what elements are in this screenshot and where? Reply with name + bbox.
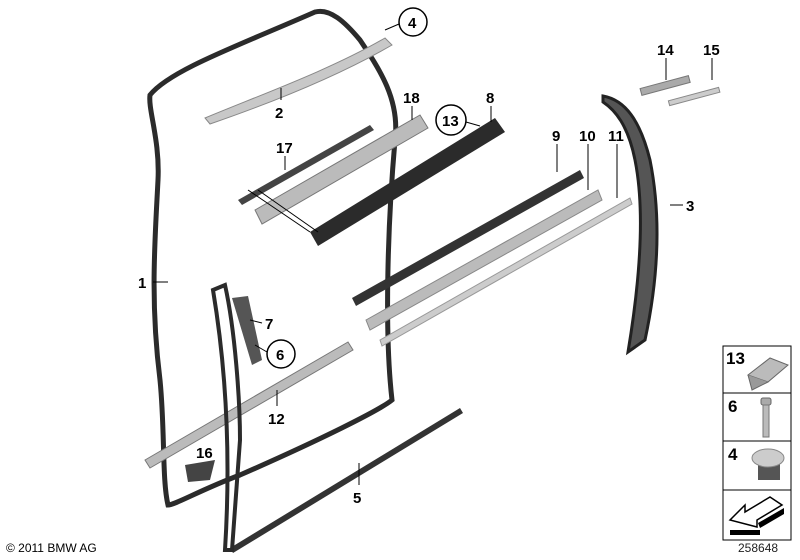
part-1-door-seal [147,8,399,508]
part-15 [667,86,721,107]
plug-icon [751,448,785,480]
part-10 [365,189,603,331]
label-3: 3 [686,198,694,215]
leader-lines [153,23,713,485]
label-5: 5 [353,490,361,507]
legend-label-13: 13 [726,349,745,368]
image-number: 258648 [738,541,779,555]
label-15: 15 [703,42,720,59]
legend-box: 13 6 4 [722,345,792,541]
part-11 [379,197,633,347]
label-10: 10 [579,128,596,145]
legend-label-4: 4 [728,445,738,464]
part-2-trim [204,37,393,125]
circle-4 [398,7,428,37]
part-18 [254,114,429,225]
label-11: 11 [608,128,624,145]
part-9 [352,170,584,306]
part-5 [230,408,463,553]
screw-icon [760,397,772,438]
part-7 [232,296,262,365]
label-8: 8 [486,90,494,107]
label-12: 12 [268,411,285,428]
label-16: 16 [196,445,213,462]
circle-13 [435,104,467,136]
label-14: 14 [657,42,674,59]
part-8-belt-seal [310,118,505,246]
part-12 [144,341,354,469]
copyright: © 2011 BMW AG [6,541,97,555]
part-17 [238,125,374,205]
clip-icon [746,357,789,391]
label-18: 18 [403,90,420,107]
label-17: 17 [276,140,293,157]
label-7: 7 [265,316,273,333]
label-13: 13 [442,113,459,130]
part-16 [185,460,215,482]
part-3-pillar-seal [601,94,659,356]
legend-label-6: 6 [728,397,737,416]
circle-6 [266,339,296,369]
label-2: 2 [275,105,283,122]
inner-seal [210,282,243,552]
label-1: 1 [138,275,146,292]
part-labels: 1 2 3 4 5 6 7 8 9 10 11 12 13 14 15 16 1… [138,7,720,507]
label-9: 9 [552,128,560,145]
part-14 [639,75,691,96]
label-4: 4 [408,15,417,32]
arrow-icon [728,496,784,535]
label-6: 6 [276,347,284,364]
